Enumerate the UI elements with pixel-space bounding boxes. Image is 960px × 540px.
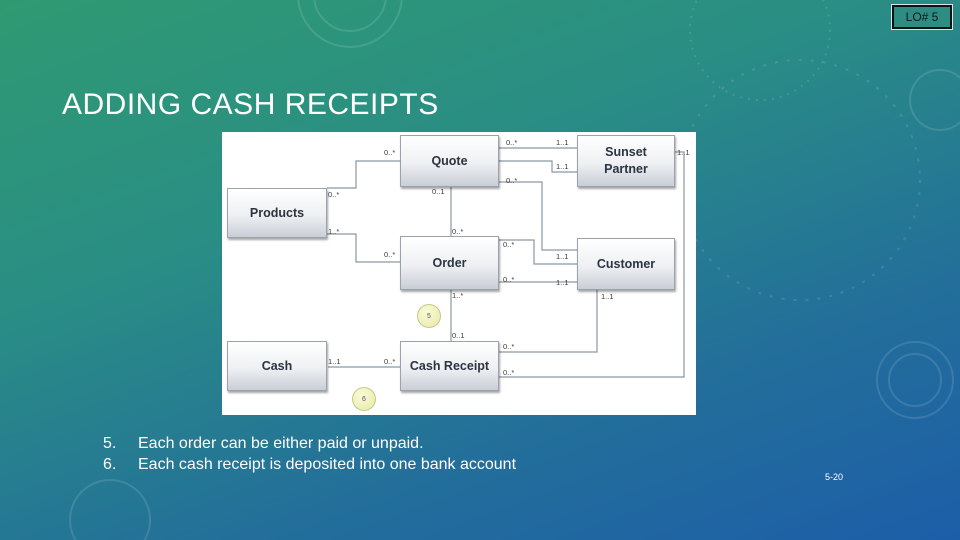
cardinality-label: 1..1 [556,138,569,147]
cardinality-label: 0..1 [452,331,465,340]
cardinality-label: 0..* [328,190,340,199]
entity-quote: Quote [400,135,499,187]
cardinality-label: 0..* [384,250,396,259]
note-item: 6. Each cash receipt is deposited into o… [103,454,516,475]
annotation-marker-6: 6 [352,387,376,411]
learning-objective-badge: LO# 5 [891,4,953,30]
cardinality-label: 0..* [506,138,518,147]
cardinality-label: 1..1 [556,162,569,171]
cardinality-label: 0..1 [432,187,445,196]
cardinality-label: 0..* [503,342,515,351]
note-text: Each order can be either paid or unpaid. [138,435,424,452]
entity-sunset-partner: Sunset Partner [577,135,675,187]
entity-cash: Cash [227,341,327,391]
cardinality-label: 1..1 [556,278,569,287]
notes-list: 5. Each order can be either paid or unpa… [103,433,516,475]
slide-title: ADDING CASH RECEIPTS [62,88,439,121]
annotation-marker-5: 5 [417,304,441,328]
entity-order: Order [400,236,499,290]
cardinality-label: 0..* [384,357,396,366]
note-number: 5. [103,435,117,452]
cardinality-label: 1..1 [556,252,569,261]
cardinality-label: 0..* [503,368,515,377]
cardinality-label: 0..* [503,275,515,284]
cardinality-label: 0..* [384,148,396,157]
cardinality-label: 1..1 [328,357,341,366]
uml-class-diagram: Quote Sunset Partner Products Order Cust… [222,132,696,415]
entity-cash-receipt: Cash Receipt [400,341,499,391]
entity-customer: Customer [577,238,675,290]
cardinality-label: 1..* [452,291,464,300]
entity-products: Products [227,188,327,238]
cardinality-label: 0..* [503,240,515,249]
slide-number: 5-20 [825,472,844,482]
note-item: 5. Each order can be either paid or unpa… [103,433,516,454]
note-number: 6. [103,456,117,473]
cardinality-label: 1..* [328,227,340,236]
cardinality-label: 1..1 [601,292,614,301]
cardinality-label: 0..* [506,176,518,185]
note-text: Each cash receipt is deposited into one … [138,456,517,473]
cardinality-label: 1..1 [677,148,690,157]
cardinality-label: 0..* [452,227,464,236]
